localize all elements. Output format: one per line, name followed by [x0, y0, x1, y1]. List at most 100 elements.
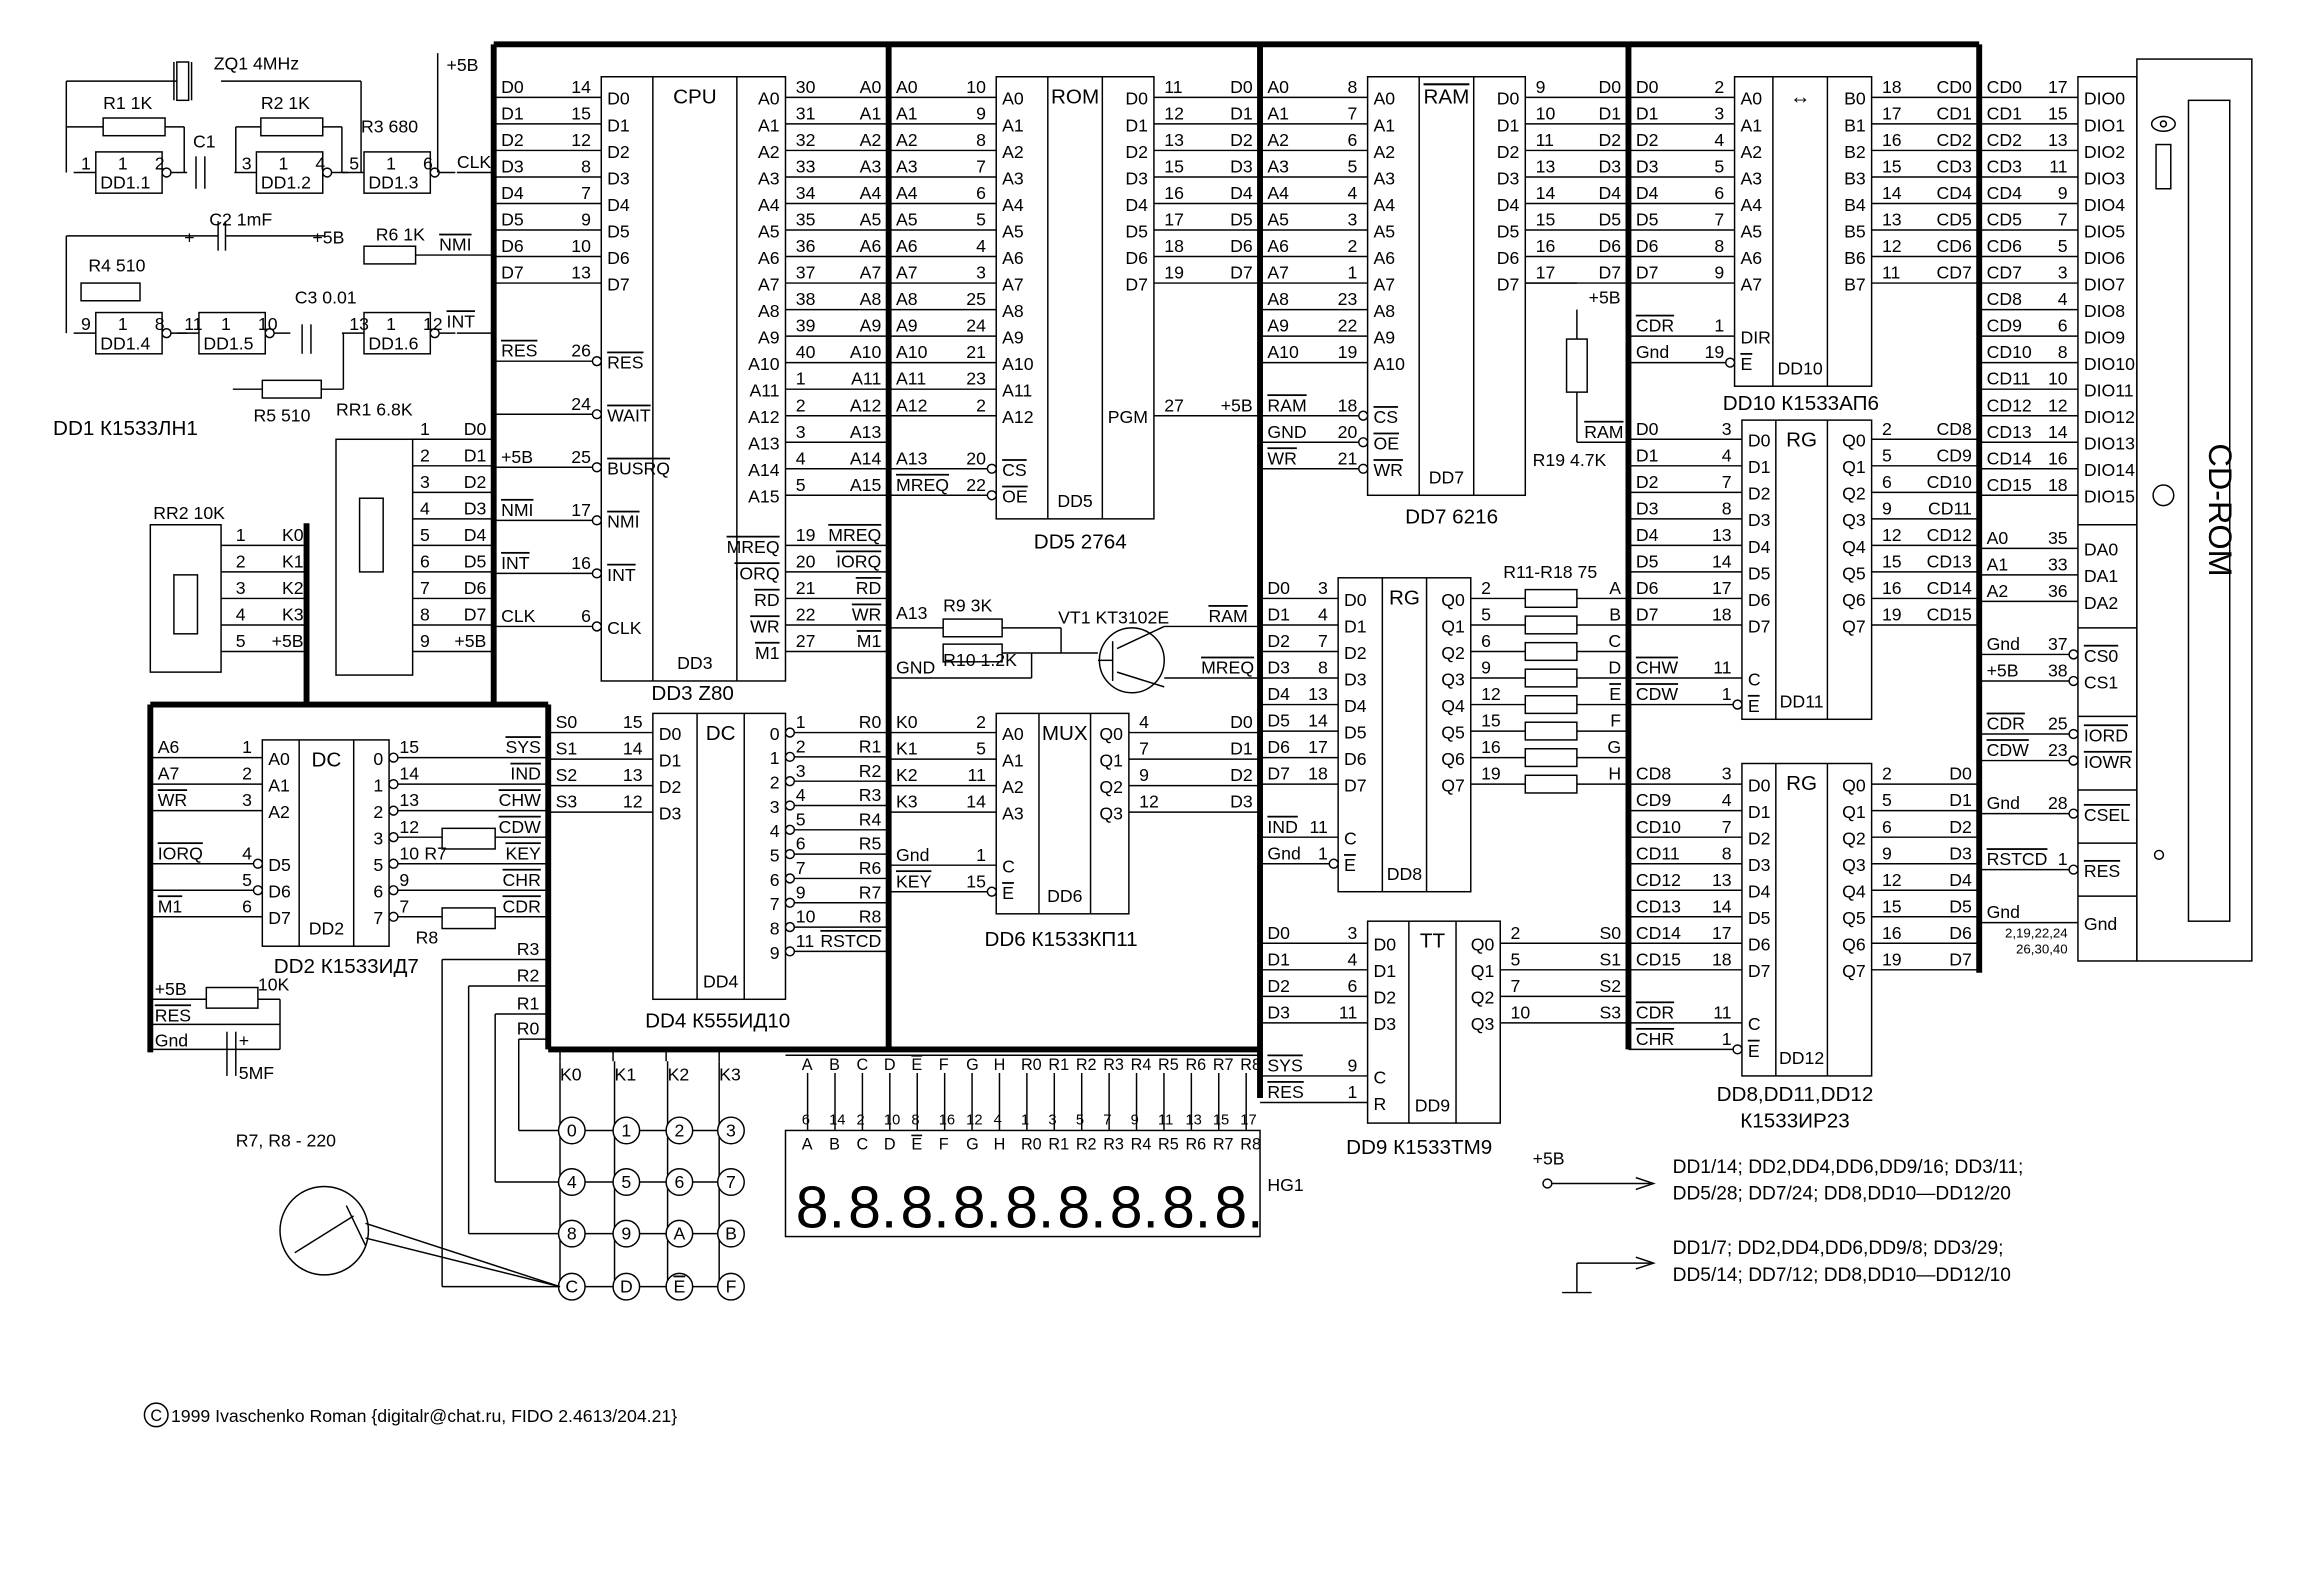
pin-number: 2 — [155, 154, 165, 174]
pin-number: 18 — [1338, 395, 1358, 415]
pin-number: 19 — [796, 525, 816, 545]
key-B[interactable]: B — [716, 1219, 745, 1248]
net-label: MREQ — [896, 475, 949, 495]
pin-number: 2 — [796, 395, 806, 415]
pin-signal: DIR — [1740, 327, 1770, 347]
pin-number: 8 — [2058, 342, 2068, 362]
pin-number: 9 — [1347, 1056, 1357, 1076]
pin-signal: DIO7 — [2084, 274, 2125, 294]
pin-signal: D1 — [1497, 115, 1520, 135]
pin-signal: A8 — [1374, 301, 1396, 321]
key-4[interactable]: 4 — [557, 1168, 586, 1197]
net-label: D0 — [1949, 764, 1972, 784]
segment-header: F — [939, 1056, 949, 1074]
key-D[interactable]: D — [612, 1272, 641, 1301]
pin-number: 20 — [1338, 422, 1358, 442]
chip-caption: DD7 6216 — [1405, 505, 1498, 528]
pin-number: 5 — [236, 631, 246, 651]
segment-label: D — [884, 1136, 896, 1154]
pin-signal: D4 — [1497, 195, 1520, 215]
pin-number: 13 — [399, 790, 419, 810]
net-label: +5B — [312, 227, 344, 247]
net-label: A5 — [896, 210, 918, 230]
pin-signal: A14 — [748, 460, 780, 480]
net-label: D3 — [1267, 658, 1290, 678]
pin-number: 20 — [796, 551, 816, 571]
net-label: CDW — [1987, 740, 2030, 760]
pin-signal: CS1 — [2084, 672, 2118, 692]
net-label: CD7 — [1936, 263, 1971, 283]
pin-number: 15 — [966, 871, 986, 891]
pin-number: 3 — [242, 154, 252, 174]
pin-number: 14 — [1712, 896, 1732, 916]
pin-number: 18 — [1308, 764, 1328, 784]
key-E[interactable]: E — [665, 1272, 694, 1301]
component-label: R5 510 — [253, 406, 310, 426]
pin-number: 11 — [1882, 263, 1900, 283]
pin-number: 16 — [1882, 923, 1902, 943]
key-A[interactable]: A — [665, 1219, 694, 1248]
pin-signal: 6 — [770, 870, 780, 890]
pin-number: 17 — [571, 500, 591, 520]
pin-signal: E — [1748, 696, 1760, 716]
key-C[interactable]: C — [557, 1272, 586, 1301]
pin-signal: D7 — [1748, 616, 1771, 636]
pin-number: 8 — [581, 157, 591, 177]
pin-number: 13 — [1882, 210, 1902, 230]
key-5[interactable]: 5 — [612, 1168, 641, 1197]
net-label: D6 — [1598, 236, 1621, 256]
inverter-gate — [198, 311, 267, 355]
net-label: D7 — [1267, 764, 1290, 784]
pin-signal: D7 — [1125, 274, 1148, 294]
pin-number: 7 — [1139, 739, 1149, 759]
pin-number: 10 — [1536, 103, 1556, 123]
pin-number: 9 — [1131, 1113, 1139, 1129]
key-circle — [665, 1272, 694, 1301]
net-label: D1 — [1636, 103, 1659, 123]
net-label: D6 — [501, 236, 524, 256]
pin-number: 2 — [1882, 419, 1892, 439]
key-label: 2 — [674, 1120, 684, 1140]
key-F[interactable]: F — [716, 1272, 745, 1301]
pin-signal: D6 — [268, 882, 291, 902]
key-2[interactable]: 2 — [665, 1116, 694, 1145]
resistor — [1524, 615, 1578, 635]
pin-number: 20 — [966, 448, 986, 468]
net-label: D3 — [1267, 1002, 1290, 1022]
pin-number: 8 — [1722, 498, 1732, 518]
pin-number: 19 — [1882, 605, 1902, 625]
pin-signal: D0 — [1497, 89, 1520, 109]
key-9[interactable]: 9 — [612, 1219, 641, 1248]
chip-function-label: TT — [1420, 930, 1446, 953]
key-8[interactable]: 8 — [557, 1219, 586, 1248]
segment-header: H — [994, 1056, 1006, 1074]
pin-signal: RES — [2084, 861, 2120, 881]
component-label: 10K — [258, 974, 290, 994]
key-1[interactable]: 1 — [612, 1116, 641, 1145]
gate-label: DD1.2 — [261, 173, 311, 193]
resistor — [441, 907, 496, 930]
key-0[interactable]: 0 — [557, 1116, 586, 1145]
net-label: D0 — [1636, 419, 1659, 439]
pin-signal: D6 — [1125, 248, 1148, 268]
pin-signal: D4 — [1748, 537, 1771, 557]
pin-number: 16 — [1164, 183, 1184, 203]
pin-number: 4 — [1722, 790, 1732, 810]
segment-header: C — [857, 1056, 869, 1074]
pin-signal: Q2 — [1471, 988, 1495, 1008]
pin-signal: CS — [1002, 460, 1027, 480]
pin-signal: 3 — [373, 829, 383, 849]
key-7[interactable]: 7 — [716, 1168, 745, 1197]
pin-signal: 1 — [373, 776, 383, 796]
segment-label: F — [939, 1136, 949, 1154]
pin-signal: DIO6 — [2084, 248, 2125, 268]
pin-number: 33 — [2048, 554, 2068, 574]
key-3[interactable]: 3 — [716, 1116, 745, 1145]
key-6[interactable]: 6 — [665, 1168, 694, 1197]
wire — [1116, 671, 1165, 688]
inversion-bubble — [1732, 1044, 1743, 1055]
component-label: R4 510 — [88, 255, 145, 275]
pin-signal: DIO2 — [2084, 142, 2125, 162]
pin-signal: 0 — [770, 724, 780, 744]
